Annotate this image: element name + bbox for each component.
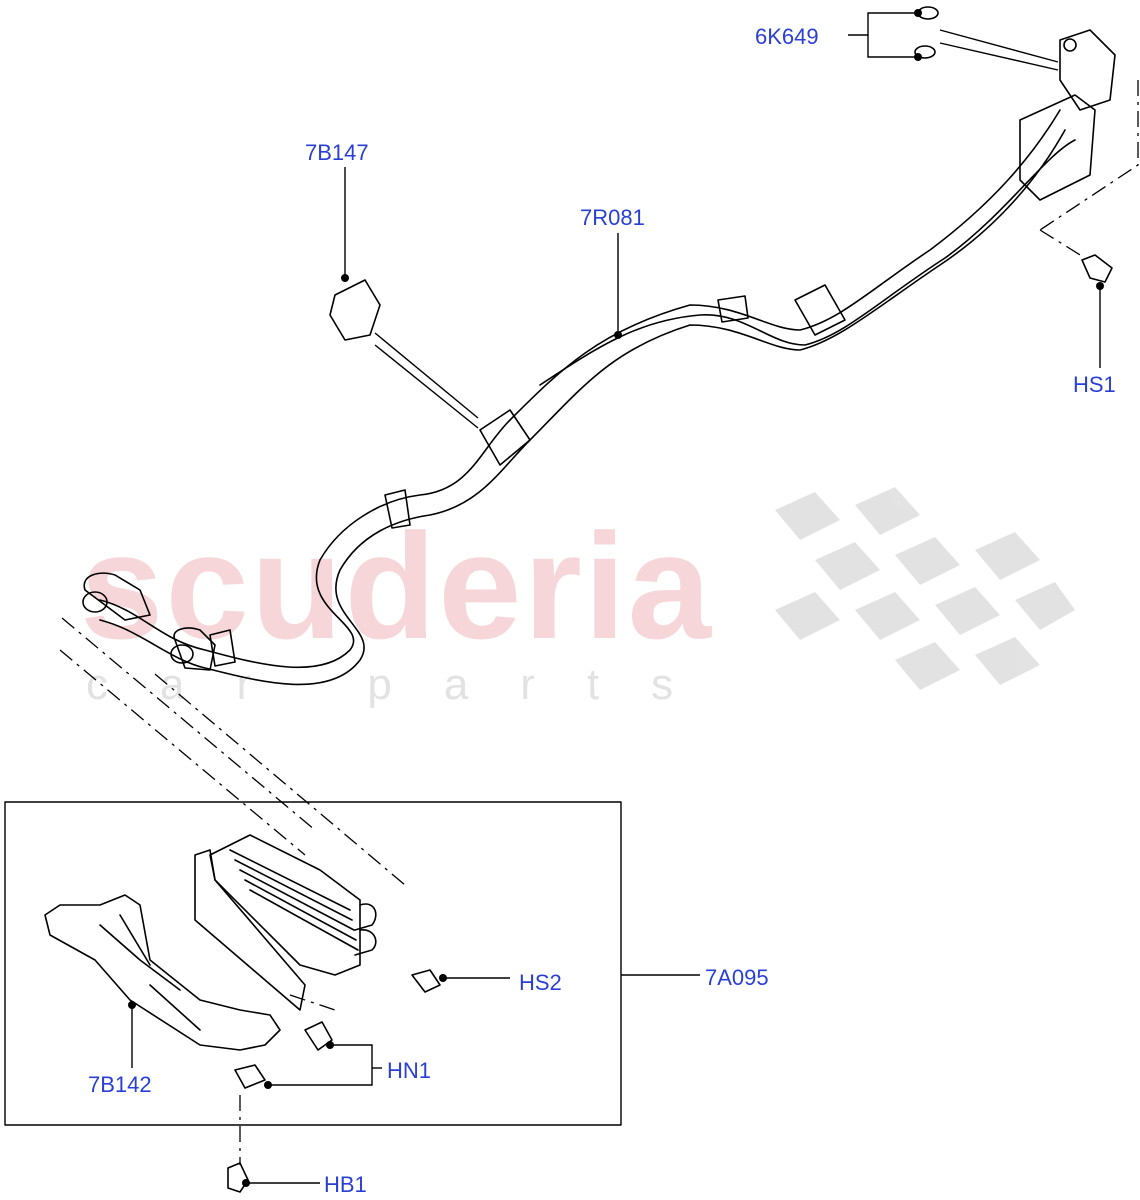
clamp-a (384, 489, 411, 529)
callout-6K649[interactable]: 6K649 (755, 24, 819, 49)
callout-7B142[interactable]: 7B142 (88, 1072, 152, 1097)
port-left-bottom (170, 644, 194, 664)
watermark-checker (775, 487, 1075, 690)
bolt-HS2 (411, 969, 441, 993)
callout-HS2[interactable]: HS2 (519, 970, 562, 995)
cooler-port-a (354, 903, 377, 931)
connector-left-bottom (173, 627, 216, 671)
connector-block-right (1019, 94, 1096, 201)
callout-7R081[interactable]: 7R081 (580, 205, 645, 230)
pipe-lower (99, 129, 1066, 686)
callout-HN1[interactable]: HN1 (387, 1058, 432, 1083)
leader-6K649 (848, 12, 918, 36)
callout-7A095[interactable]: 7A095 (705, 965, 769, 990)
assembly-frame (4, 801, 622, 1126)
bolt-HS1 (1081, 254, 1113, 283)
nut-HN1-b (234, 1064, 266, 1089)
callout-7B147[interactable]: 7B147 (305, 140, 369, 165)
bracket-7B142 (44, 894, 281, 1051)
leader-HN1 (268, 1044, 373, 1086)
pipe-upper (99, 109, 1061, 669)
cooler-port-b (354, 929, 377, 956)
clip-7B147 (329, 279, 381, 341)
clip-on-pipe-right (794, 284, 846, 336)
pipe-tag (717, 295, 749, 323)
oring-bottom (914, 45, 936, 59)
connector-block-right-top (1059, 29, 1116, 111)
pipe-second-upper (539, 139, 1076, 386)
watermark-brand: scuderia (80, 502, 713, 670)
callout-HB1[interactable]: HB1 (324, 1172, 367, 1197)
callout-HS1[interactable]: HS1 (1073, 372, 1116, 397)
connector-left-top (83, 572, 151, 621)
port-left-top (82, 591, 108, 613)
nut-HN1-a (304, 1021, 333, 1051)
oil-cooler-core (209, 834, 361, 976)
bolt-HB1 (227, 1162, 249, 1193)
clip-7B147-on-pipe (479, 409, 531, 466)
watermark-tagline: car parts (86, 660, 726, 709)
oil-cooler-plate (194, 849, 306, 1011)
